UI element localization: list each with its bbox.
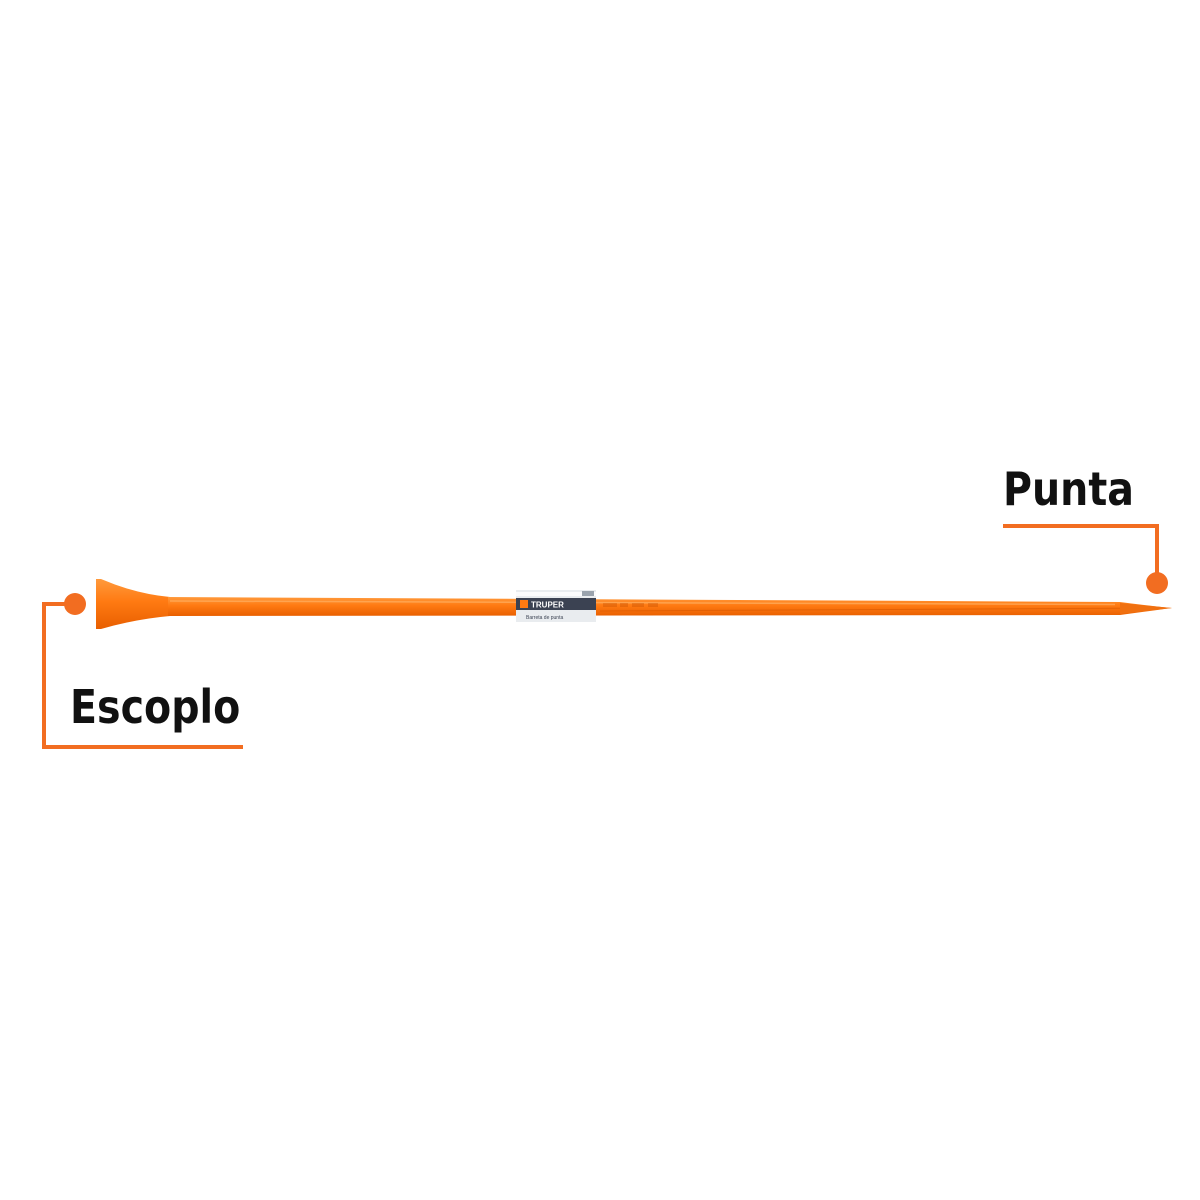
chisel-callout-dot xyxy=(64,593,86,615)
svg-text:TRUPER: TRUPER xyxy=(531,601,564,610)
tip-callout-label: Punta xyxy=(1003,462,1134,516)
shaft-engraving xyxy=(603,603,658,607)
crowbar-shaft xyxy=(168,597,1172,616)
truper-logo: TRUPER xyxy=(520,600,564,610)
chisel-head xyxy=(96,579,170,629)
tag-product-name: Barreta de punta xyxy=(526,615,563,621)
tip-callout-line xyxy=(1003,524,1168,594)
tip-callout-dot xyxy=(1146,572,1168,594)
crowbar-tip xyxy=(1120,603,1172,614)
product-tag: TRUPER Barreta de punta xyxy=(516,590,596,622)
chisel-callout-label: Escoplo xyxy=(70,680,241,734)
crowbar: TRUPER Barreta de punta xyxy=(96,579,1172,629)
chisel-callout-line xyxy=(42,593,243,749)
